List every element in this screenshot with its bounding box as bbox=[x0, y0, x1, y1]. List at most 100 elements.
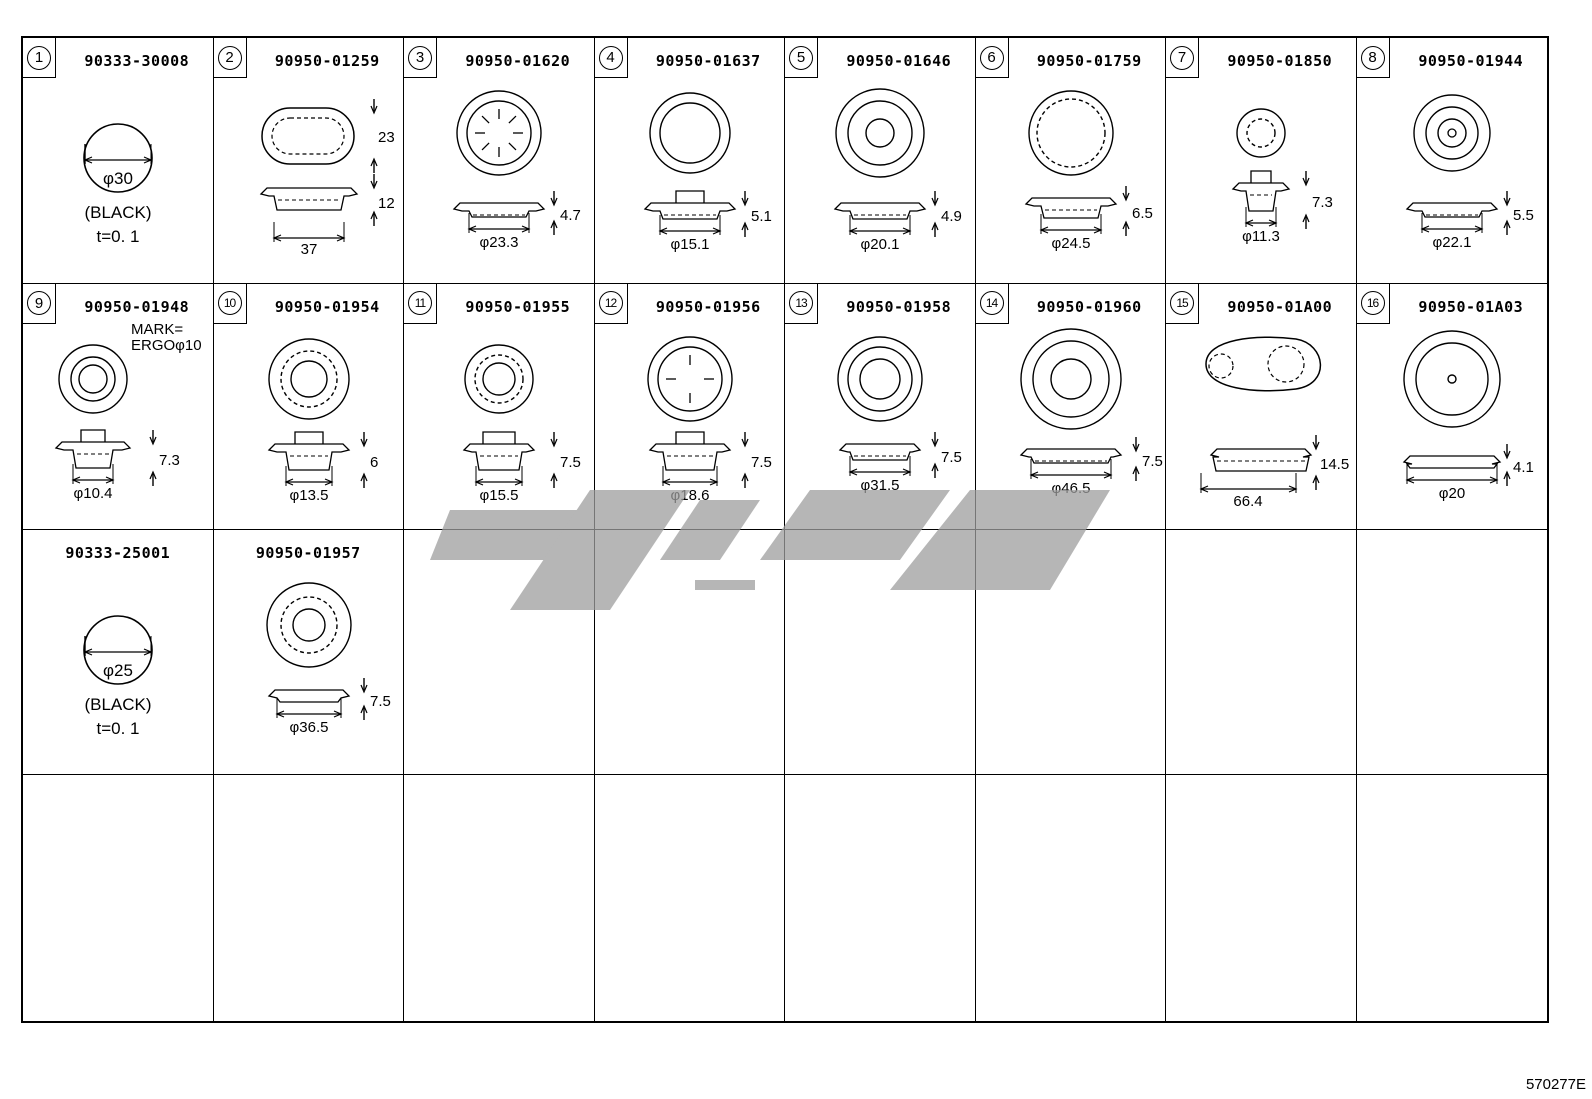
part-drawing: φ30(BLACK)t=0. 1 bbox=[83, 123, 153, 246]
diameter-label: φ24.5 bbox=[1051, 235, 1090, 252]
part-number[interactable]: 90950-01759 bbox=[1036, 52, 1142, 70]
part-number[interactable]: 90950-01957 bbox=[255, 543, 361, 562]
diameter-label: φ36.5 bbox=[289, 719, 328, 736]
diameter-label: φ25 bbox=[103, 661, 133, 680]
height-label: 4.9 bbox=[941, 208, 962, 225]
part-number[interactable]: 90950-01259 bbox=[274, 52, 380, 70]
item-number: 7 bbox=[1170, 45, 1194, 70]
part-number[interactable]: 90950-01955 bbox=[465, 297, 571, 316]
part-number[interactable]: 90950-01954 bbox=[274, 297, 380, 316]
item-number: 11 bbox=[408, 291, 432, 316]
part-number[interactable]: 90950-01A03 bbox=[1418, 297, 1524, 316]
diameter-label: φ18.6 bbox=[670, 487, 709, 504]
item-number-box: 7 bbox=[1166, 38, 1199, 78]
item-number: 14 bbox=[979, 291, 1004, 316]
color-note: (BLACK) bbox=[84, 695, 151, 714]
item-number: 8 bbox=[1360, 45, 1385, 70]
part-number[interactable]: 90950-01956 bbox=[655, 297, 761, 316]
item-number-box: 16 bbox=[1356, 283, 1390, 324]
part-cell: 14 90950-01960 7.5 φ46.5 bbox=[975, 283, 1166, 530]
part-number[interactable]: 90950-01948 bbox=[84, 297, 190, 316]
part-drawing: φ25(BLACK)t=0. 1 bbox=[83, 614, 153, 738]
color-note: (BLACK) bbox=[84, 203, 151, 222]
part-number[interactable]: 90950-01960 bbox=[1036, 297, 1142, 316]
diameter-label: φ46.5 bbox=[1051, 480, 1090, 497]
part-drawing: 7.5 φ46.5 bbox=[1019, 328, 1163, 497]
item-number-box: 3 bbox=[404, 38, 437, 78]
empty-cell bbox=[595, 775, 785, 1021]
part-number[interactable]: 90950-01958 bbox=[846, 297, 952, 316]
item-number-box: 15 bbox=[1166, 283, 1199, 324]
item-number: 6 bbox=[979, 45, 1004, 70]
part-cell: 4 90950-01637 5.1 φ15.1 bbox=[594, 38, 785, 284]
height-label: 6 bbox=[370, 454, 378, 471]
diameter-label: φ31.5 bbox=[861, 477, 900, 494]
part-number[interactable]: 90333-25001 bbox=[65, 543, 171, 562]
part-drawing: 14.566.4 bbox=[1199, 336, 1349, 510]
item-number-box: 11 bbox=[404, 283, 437, 324]
item-number-box: 6 bbox=[975, 38, 1009, 78]
height-label: 7.5 bbox=[1142, 453, 1163, 470]
empty-cell bbox=[785, 529, 976, 776]
part-drawing: 4.1 φ20 bbox=[1402, 330, 1534, 502]
part-cell: 13 90950-01958 7.5 φ31.5 bbox=[785, 283, 976, 530]
diameter-label: φ20.1 bbox=[861, 236, 900, 253]
item-number: 13 bbox=[789, 291, 813, 316]
empty-cell bbox=[404, 529, 595, 776]
empty-cell bbox=[1166, 775, 1357, 1021]
empty-cell bbox=[1357, 775, 1548, 1021]
parts-grid: 1 90333-30008 φ30(BLACK)t=0. 1 2 90950-01259… bbox=[21, 36, 1549, 1023]
part-number[interactable]: 90333-30008 bbox=[84, 52, 190, 70]
empty-cell bbox=[1166, 529, 1357, 776]
diameter-label: φ23.3 bbox=[480, 234, 519, 251]
part-number[interactable]: 90950-01620 bbox=[465, 52, 571, 70]
part-drawing: 4.7 φ23.3 bbox=[452, 90, 581, 251]
item-number-box: 12 bbox=[594, 283, 628, 324]
part-drawing: 5.1 φ15.1 bbox=[643, 92, 772, 253]
part-number[interactable]: 90950-01A00 bbox=[1227, 297, 1333, 316]
part-number[interactable]: 90950-01850 bbox=[1227, 52, 1333, 70]
mark-label: ERGOφ10 bbox=[131, 337, 202, 354]
empty-cell bbox=[23, 775, 214, 1021]
item-number: 9 bbox=[27, 291, 51, 316]
mark-label: MARK= bbox=[131, 321, 183, 338]
item-number-box: 5 bbox=[785, 38, 818, 78]
height-label: 7.5 bbox=[941, 449, 962, 466]
part-number[interactable]: 90950-01944 bbox=[1418, 52, 1524, 70]
part-number[interactable]: 90950-01637 bbox=[655, 52, 761, 70]
empty-cell bbox=[404, 775, 595, 1021]
item-number-box: 2 bbox=[213, 38, 247, 78]
item-number-box: 13 bbox=[785, 283, 818, 324]
part-drawing: 4.9 φ20.1 bbox=[833, 88, 962, 253]
height-label: 23 bbox=[378, 129, 395, 146]
height-label: 5.1 bbox=[751, 208, 772, 225]
item-number: 1 bbox=[27, 45, 51, 70]
empty-cell bbox=[785, 775, 976, 1021]
height-label: 7.3 bbox=[159, 452, 180, 469]
part-cell: 3 90950-01620 4.7 φ23.3 bbox=[404, 38, 595, 284]
height-label: 4.1 bbox=[1513, 459, 1534, 476]
length-label: 37 bbox=[300, 241, 317, 258]
item-number: 2 bbox=[217, 45, 242, 70]
diameter-label: φ15.1 bbox=[670, 236, 709, 253]
item-number: 15 bbox=[1170, 291, 1194, 316]
item-number: 12 bbox=[598, 291, 623, 316]
item-number-box: 4 bbox=[594, 38, 628, 78]
empty-cell bbox=[1356, 530, 1547, 776]
diameter-label: φ20 bbox=[1438, 485, 1464, 502]
part-number[interactable]: 90950-01646 bbox=[846, 52, 952, 70]
height-label: 4.7 bbox=[560, 207, 581, 224]
diameter-label: 66.4 bbox=[1233, 493, 1262, 510]
